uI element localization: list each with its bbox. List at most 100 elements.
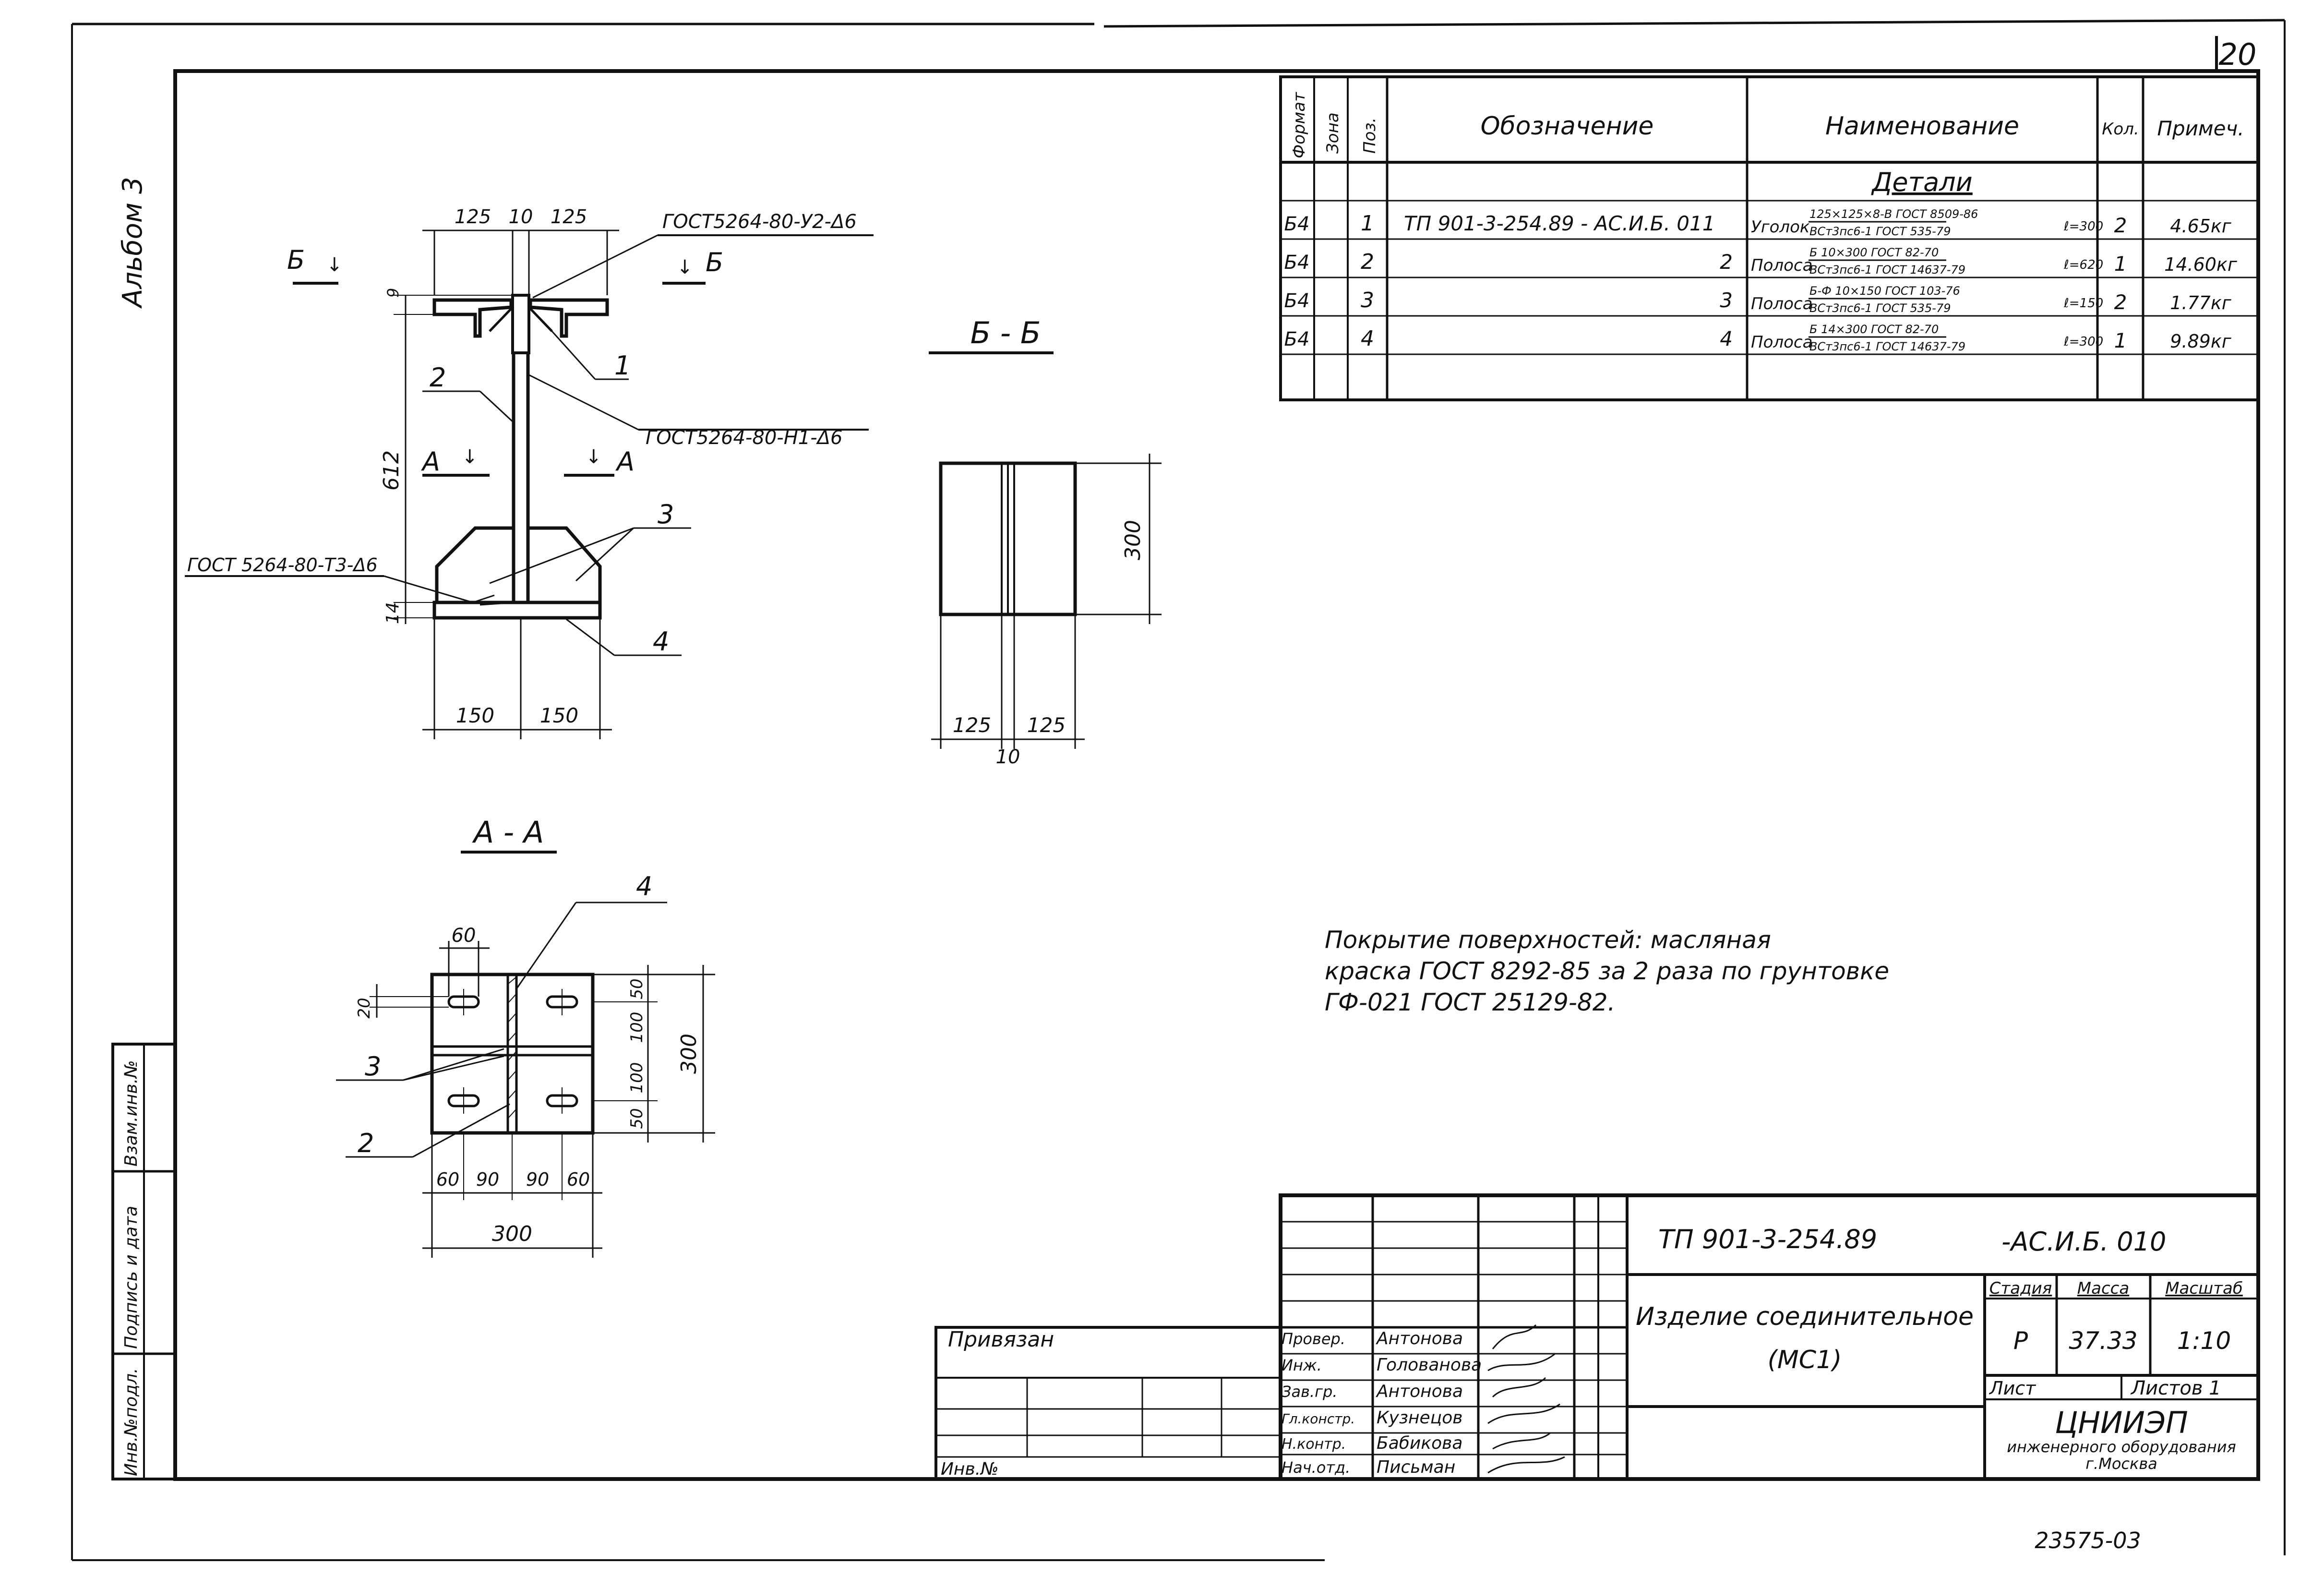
svg-text:↓: ↓ (462, 446, 478, 468)
svg-text:125: 125 (953, 713, 991, 737)
svg-text:Б4: Б4 (1284, 213, 1310, 235)
svg-text:Полоса: Полоса (1751, 333, 1812, 352)
svg-text:ГФ-021 ГОСТ 25129-82.: ГФ-021 ГОСТ 25129-82. (1325, 988, 1615, 1016)
svg-text:125: 125 (551, 206, 587, 228)
svg-text:Зав.гр.: Зав.гр. (1282, 1383, 1337, 1401)
header-zone: Зона (1323, 112, 1342, 154)
svg-text:Полоса: Полоса (1751, 294, 1812, 313)
section-aa-title: А - А (472, 815, 544, 850)
svg-text:2: 2 (2114, 290, 2127, 314)
svg-text:1: 1 (2114, 329, 2127, 352)
svg-text:1.77кг: 1.77кг (2170, 292, 2232, 313)
svg-text:10: 10 (509, 206, 533, 228)
section-bb: Б - Б 300 125 125 10 (929, 315, 1162, 768)
header-designation: Обозначение (1481, 112, 1654, 141)
svg-text:ℓ=300: ℓ=300 (2063, 219, 2103, 234)
svg-text:А: А (421, 446, 440, 477)
svg-text:Инж.: Инж. (1282, 1356, 1322, 1374)
svg-text:Б-Ф 10×150 ГОСТ 103-76: Б-Ф 10×150 ГОСТ 103-76 (1809, 284, 1960, 298)
svg-text:125: 125 (1027, 713, 1066, 737)
org-sub: инженерного оборудования (2007, 1438, 2236, 1456)
svg-text:300: 300 (677, 1034, 701, 1074)
weld-bottom-label: ГОСТ 5264-80-Т3-Δ6 (187, 554, 378, 576)
header-pos: Поз. (1360, 118, 1379, 154)
svg-text:Антонова: Антонова (1376, 1329, 1463, 1348)
stamp-inv: Инв.№подл. (121, 1368, 141, 1476)
header-note: Примеч. (2157, 117, 2244, 140)
svg-text:1: 1 (1361, 211, 1374, 236)
svg-text:4.65кг: 4.65кг (2170, 216, 2232, 237)
section-bb-title: Б - Б (970, 315, 1041, 350)
svg-text:20: 20 (355, 998, 374, 1018)
svg-text:ℓ=150: ℓ=150 (2063, 296, 2103, 311)
svg-text:4: 4 (1720, 327, 1733, 350)
inv-label: Инв.№ (941, 1459, 999, 1479)
coating-note: Покрытие поверхностей: масляная краска Г… (1325, 926, 1889, 1016)
stamp-sign: Подпись и дата (121, 1206, 141, 1349)
org-name: ЦНИИЭП (2055, 1405, 2188, 1440)
table-row: Б4 1 ТП 901-3-254.89 - АС.И.Б. 011 Уголо… (1284, 207, 2232, 238)
album-label: Альбом 3 (117, 177, 148, 309)
svg-text:3: 3 (365, 1051, 381, 1082)
svg-text:Уголок: Уголок (1751, 217, 1810, 237)
svg-text:ВСт3пс6-1 ГОСТ 535-79: ВСт3пс6-1 ГОСТ 535-79 (1809, 301, 1951, 315)
item-name: Изделие соединительное (1636, 1302, 1974, 1331)
svg-text:Голованова: Голованова (1377, 1355, 1482, 1375)
svg-text:60: 60 (436, 1169, 459, 1190)
svg-text:Б4: Б4 (1284, 252, 1310, 274)
header-name: Наименование (1825, 112, 2019, 141)
svg-text:Гл.констр.: Гл.констр. (1282, 1411, 1355, 1427)
svg-text:9: 9 (384, 288, 402, 298)
svg-text:9.89кг: 9.89кг (2170, 331, 2232, 352)
section-aa: А - А 60 20 (336, 815, 715, 1258)
svg-text:Б4: Б4 (1284, 328, 1310, 350)
svg-text:Лист: Лист (1989, 1378, 2036, 1399)
svg-text:ВСт3пс6-1 ГОСТ 14637-79: ВСт3пс6-1 ГОСТ 14637-79 (1809, 340, 1965, 353)
svg-text:125×125×8-В ГОСТ 8509-86: 125×125×8-В ГОСТ 8509-86 (1809, 207, 1978, 221)
svg-text:612: 612 (379, 450, 404, 491)
header-qty: Кол. (2102, 120, 2139, 139)
svg-text:Б 14×300 ГОСТ 82-70: Б 14×300 ГОСТ 82-70 (1809, 323, 1939, 336)
bottom-code: 23575-03 (2035, 1528, 2141, 1553)
svg-text:60: 60 (452, 925, 476, 947)
svg-text:50: 50 (627, 1108, 647, 1129)
svg-text:Бабикова: Бабикова (1377, 1433, 1462, 1453)
svg-text:Стадия: Стадия (1989, 1279, 2052, 1298)
svg-text:Масштаб: Масштаб (2165, 1279, 2243, 1298)
bound-block: Привязан Инв.№ (934, 1326, 1282, 1480)
svg-text:4: 4 (1361, 326, 1374, 351)
svg-text:↓: ↓ (677, 256, 693, 278)
svg-text:Кузнецов: Кузнецов (1377, 1408, 1462, 1428)
svg-text:125: 125 (455, 206, 491, 228)
svg-text:90: 90 (526, 1169, 549, 1190)
stamp-replace: Взам.инв.№ (121, 1060, 141, 1167)
svg-text:150: 150 (456, 704, 494, 727)
svg-text:↓: ↓ (326, 254, 343, 276)
svg-text:ВСт3пс6-1 ГОСТ 535-79: ВСт3пс6-1 ГОСТ 535-79 (1809, 225, 1951, 238)
svg-text:ℓ=300: ℓ=300 (2063, 335, 2103, 349)
spec-table: Формат Зона Поз. Обозначение Наименовани… (1279, 75, 2260, 401)
svg-text:Масса: Масса (2077, 1279, 2129, 1298)
svg-text:ℓ=620: ℓ=620 (2063, 258, 2103, 272)
svg-text:Б: Б (287, 245, 305, 275)
svg-text:300: 300 (492, 1222, 532, 1246)
table-row: Б4 3 3 Полоса Б-Ф 10×150 ГОСТ 103-76 ВСт… (1284, 284, 2232, 315)
stage-value: Р (2013, 1327, 2028, 1355)
weld-top-label: ГОСТ5264-80-У2-Δ6 (662, 211, 857, 233)
mass-value: 37.33 (2069, 1327, 2137, 1355)
header-format: Формат (1290, 92, 1309, 158)
item-code: (МС1) (1768, 1346, 1842, 1374)
bound-label: Привязан (948, 1327, 1054, 1352)
left-stamp: Инв.№подл. Подпись и дата Взам.инв.№ (111, 1043, 177, 1480)
svg-text:Покрытие поверхностей: масляна: Покрытие поверхностей: масляная (1325, 926, 1771, 954)
svg-text:90: 90 (476, 1169, 499, 1190)
svg-text:ТП 901-3-254.89 - АС.И.Б. 011: ТП 901-3-254.89 - АС.И.Б. 011 (1404, 212, 1715, 235)
doc-designation: ТП 901-3-254.89 (1658, 1224, 1877, 1254)
svg-text:100: 100 (627, 1062, 647, 1094)
svg-text:Полоса: Полоса (1751, 256, 1812, 275)
svg-text:2: 2 (2114, 214, 2127, 237)
doc-designation-suffix: -АС.И.Б. 010 (2001, 1227, 2166, 1257)
svg-text:Письман: Письман (1377, 1457, 1455, 1477)
svg-text:300: 300 (1121, 520, 1145, 560)
